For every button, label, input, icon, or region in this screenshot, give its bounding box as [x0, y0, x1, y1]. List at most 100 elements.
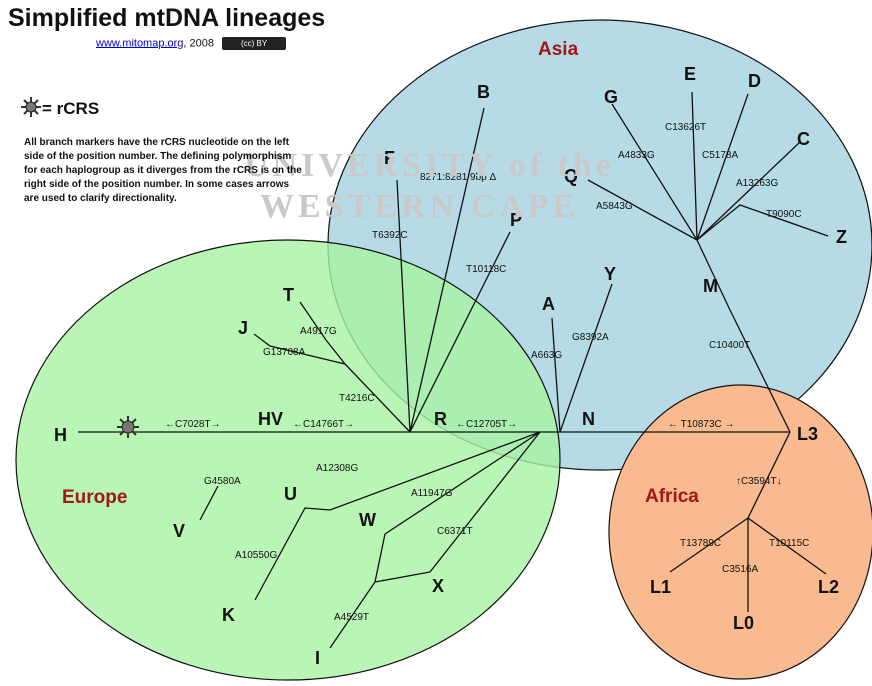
sun-icon [117, 416, 139, 438]
branch-g [611, 103, 698, 241]
haplogroup-e: E [684, 64, 696, 84]
marker-a: A663G [531, 350, 562, 361]
haplogroup-x: X [432, 576, 444, 596]
branch-l3-node [747, 431, 791, 519]
branches [78, 91, 829, 649]
marker-t10873c: ← T10873C → [668, 419, 735, 430]
haplogroup-p: P [510, 210, 522, 230]
haplogroup-m: M [703, 276, 718, 296]
haplogroup-l0: L0 [733, 613, 754, 633]
marker-l1: T13789C [680, 538, 721, 549]
branch-x [429, 431, 541, 573]
marker-w: A11947G [411, 488, 453, 499]
mitomap-link[interactable]: www.mitomap.org [96, 37, 184, 50]
branch-m [696, 239, 791, 433]
haplogroup-r: R [434, 409, 447, 429]
haplogroup-h: H [54, 425, 67, 445]
haplogroup-j: J [238, 318, 248, 338]
haplogroup-l2: L2 [818, 577, 839, 597]
haplogroup-v: V [173, 521, 185, 541]
branch-tj [344, 363, 411, 433]
region-label-europe: Europe [62, 487, 127, 508]
region-label-asia: Asia [538, 39, 579, 60]
marker-tj: T4216C [339, 393, 375, 404]
haplogroup-b: B [477, 82, 490, 102]
marker-e: C13626T [665, 122, 706, 133]
haplogroup-g: G [604, 87, 618, 107]
marker-q: A5843G [596, 201, 633, 212]
branch-z [696, 204, 829, 241]
branch-p [409, 231, 511, 433]
haplogroup-hv: HV [258, 409, 283, 429]
branch-u-k [254, 431, 541, 601]
marker-c14766t: ←C14766T→ [293, 419, 354, 430]
cc-license-badge[interactable]: (cc) BY [222, 37, 287, 50]
haplogroup-u: U [284, 484, 297, 504]
marker-m: C10400T [709, 340, 750, 351]
europe-region [15, 239, 561, 681]
branch-y [559, 283, 613, 433]
haplogroup-q: Q [564, 166, 578, 186]
marker-t: A4917G [300, 326, 337, 337]
marker-c: A13263G [736, 178, 778, 189]
marker-k: A10550G [235, 550, 277, 561]
branch-q [587, 179, 698, 241]
marker-l0: C3516A [722, 564, 758, 575]
marker-b: 8271:8281 9bp Δ [420, 172, 497, 183]
branch-v [199, 485, 219, 521]
haplogroup-t: T [283, 285, 294, 305]
marker-l3: ↑C3594T↓ [736, 476, 782, 487]
haplogroup-l1: L1 [650, 577, 671, 597]
subtitle-year: , 2008 [183, 37, 215, 50]
sun-icon [21, 97, 41, 117]
africa-region [608, 384, 872, 680]
watermark-line-2: WESTERN CAPE [260, 188, 580, 225]
rcrs-legend-label: = rCRS [42, 99, 100, 118]
branch-wx [374, 571, 431, 583]
marker-d: C5178A [702, 150, 738, 161]
marker-c7028t: ←C7028T→ [165, 419, 221, 430]
branch-l1 [669, 517, 749, 573]
haplogroup-n: N [582, 409, 595, 429]
branch-w [384, 431, 541, 535]
explanatory-note: All branch markers have the rCRS nucleot… [24, 137, 302, 204]
haplogroup-w: W [359, 510, 376, 530]
subtitle: www.mitomap.org, 2008 (cc) BY [96, 37, 287, 50]
haplogroup-k: K [222, 605, 235, 625]
marker-j: G13708A [263, 347, 306, 358]
rcrs-legend: = rCRS [20, 96, 99, 119]
haplogroup-l3: L3 [797, 424, 818, 444]
marker-z: T9090C [766, 209, 802, 220]
marker-y: G8392A [572, 332, 609, 343]
haplogroup-d: D [748, 71, 761, 91]
marker-c12705t: ←C12705T→ [456, 419, 517, 430]
marker-u: A12308G [316, 463, 358, 474]
marker-f: T6392C [372, 230, 408, 241]
marker-l2: T10115C [769, 538, 809, 549]
branch-d [696, 93, 749, 241]
haplogroup-f: F [384, 148, 395, 168]
branch-l2 [747, 517, 827, 575]
haplogroup-i: I [315, 648, 320, 668]
branch-c [696, 141, 801, 241]
marker-p: T10118C [466, 264, 506, 275]
branch-e [691, 91, 698, 241]
haplogroup-c: C [797, 129, 810, 149]
marker-i: A4529T [334, 612, 369, 623]
haplogroup-y: Y [604, 264, 616, 284]
watermark-line-1: UNIVERSITY of the [244, 147, 615, 184]
region-label-africa: Africa [645, 486, 699, 507]
marker-labels: ←C7028T→ ←C14766T→ ←C12705T→ ← T10873C →… [165, 122, 809, 623]
marker-g: A4833G [618, 150, 655, 161]
haplogroup-z: Z [836, 227, 847, 247]
branch-a [551, 317, 561, 433]
branch-b [409, 107, 485, 433]
marker-x: C6371T [437, 526, 473, 537]
page-title: Simplified mtDNA lineages [8, 4, 326, 32]
branch-t [299, 301, 346, 365]
branch-f [396, 179, 411, 433]
haplogroup-a: A [542, 294, 555, 314]
marker-v: G4580A [204, 476, 241, 487]
branch-j [253, 333, 346, 365]
